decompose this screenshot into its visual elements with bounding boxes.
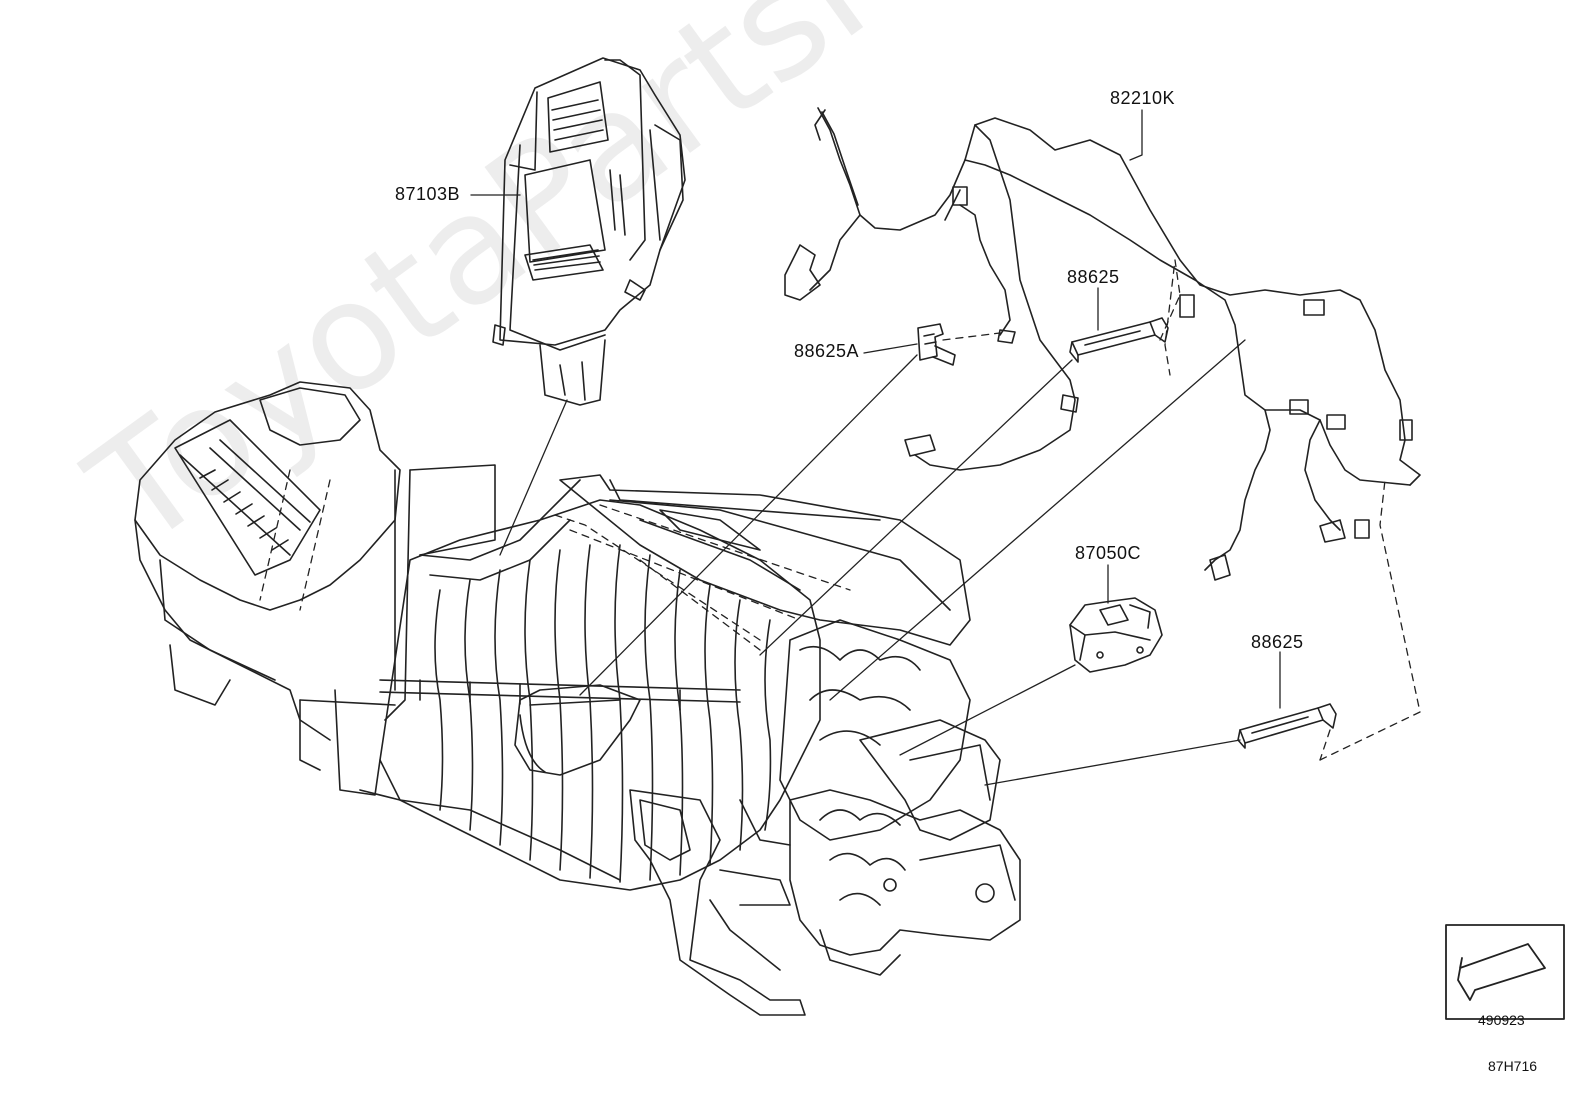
label-88625-top[interactable]: 88625 <box>1067 267 1120 287</box>
sensor-part-88625-bottom[interactable] <box>1237 703 1337 749</box>
sensor-part-88625A[interactable] <box>917 323 956 366</box>
wire-harness-part-82210K[interactable] <box>784 107 1421 581</box>
label-88625A[interactable]: 88625A <box>794 341 860 361</box>
label-87050C[interactable]: 87050C <box>1075 543 1142 563</box>
figure-code: 490923 <box>1478 1012 1525 1028</box>
sensor-part-88625-top[interactable] <box>1069 317 1169 363</box>
dashed-lines <box>259 259 1421 761</box>
air-duct-part-87103B[interactable] <box>492 57 686 406</box>
label-87103B[interactable]: 87103B <box>395 184 461 204</box>
leader-lines <box>470 109 1281 786</box>
diagram-code: 87H716 <box>1488 1058 1538 1074</box>
hvac-unit <box>134 381 1021 1016</box>
label-88625-bottom[interactable]: 88625 <box>1251 632 1304 652</box>
direction-arrow-box <box>1445 924 1565 1020</box>
actuator-part-87050C[interactable] <box>1069 597 1163 673</box>
label-82210K[interactable]: 82210K <box>1110 88 1176 108</box>
